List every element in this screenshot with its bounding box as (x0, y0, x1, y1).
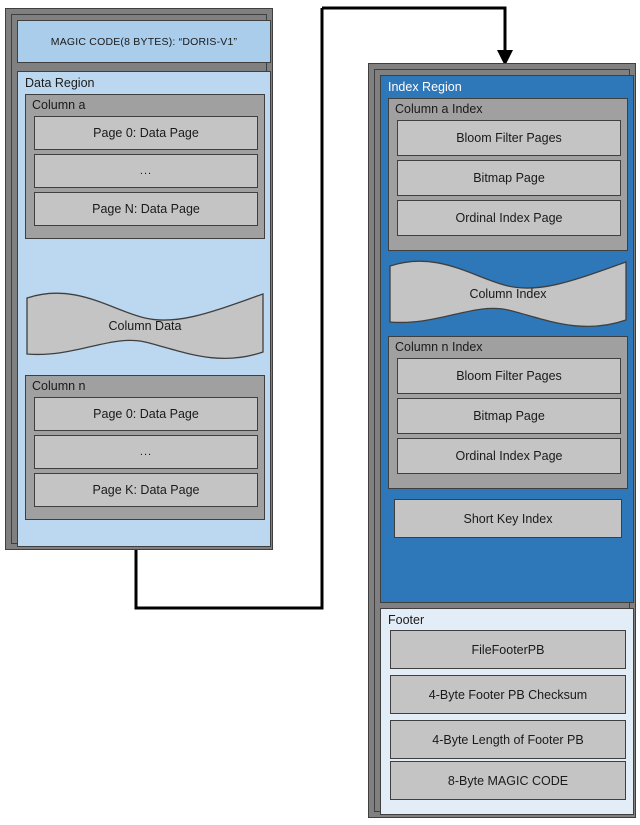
footer-item-magic-code-label: 8-Byte MAGIC CODE (447, 773, 569, 788)
column-a-page-ellipsis: ... (34, 154, 258, 188)
column-n-page-ellipsis-label: ... (139, 446, 153, 458)
data-to-index-arrow-path (322, 6, 507, 52)
column-n-index-bitmap-page: Bitmap Page (397, 398, 621, 434)
data-panel: MAGIC CODE(8 BYTES): “DORIS-V1” Data Reg… (5, 8, 273, 550)
footer-item-magic-code: 8-Byte MAGIC CODE (390, 761, 626, 800)
column-n-index-group: Column n Index Bloom Filter Pages Bitmap… (388, 336, 628, 489)
column-a-index-title: Column a Index (395, 102, 483, 116)
column-n-index-ordinal-index-page-label: Ordinal Index Page (455, 449, 563, 463)
column-data-wave-shape (26, 292, 264, 359)
index-panel-inner: Index Region Column a Index Bloom Filter… (374, 69, 634, 815)
column-a-page-0-label: Page 0: Data Page (93, 126, 199, 140)
index-region: Index Region Column a Index Bloom Filter… (380, 75, 634, 603)
column-a-index-group: Column a Index Bloom Filter Pages Bitmap… (388, 98, 628, 251)
magic-code-box: MAGIC CODE(8 BYTES): “DORIS-V1” (17, 20, 271, 63)
column-n-index-bitmap-page-label: Bitmap Page (473, 409, 545, 423)
footer-region-title: Footer (388, 613, 425, 627)
column-n-page-0: Page 0: Data Page (34, 397, 258, 431)
column-a-index-ordinal-index-page-label: Ordinal Index Page (455, 211, 563, 225)
column-a-index-bloom-filter-pages: Bloom Filter Pages (397, 120, 621, 156)
column-n-page-ellipsis: ... (34, 435, 258, 469)
column-data-wave: Column Data (25, 288, 265, 364)
column-index-wave: Column Index (388, 256, 628, 332)
footer-item-checksum: 4-Byte Footer PB Checksum (390, 675, 626, 714)
column-n-page-0-label: Page 0: Data Page (93, 407, 199, 421)
footer-item-length: 4-Byte Length of Footer PB (390, 720, 626, 759)
footer-item-checksum-label: 4-Byte Footer PB Checksum (428, 687, 588, 702)
column-n-page-k-label: Page K: Data Page (92, 483, 200, 497)
column-a-title: Column a (32, 98, 86, 112)
index-panel: Index Region Column a Index Bloom Filter… (368, 63, 636, 818)
footer-item-length-label: 4-Byte Length of Footer PB (432, 732, 584, 747)
footer-item-filefooterpb: FileFooterPB (390, 630, 626, 669)
column-a-page-n: Page N: Data Page (34, 192, 258, 226)
short-key-index-label: Short Key Index (463, 511, 553, 526)
column-n-index-title: Column n Index (395, 340, 483, 354)
column-a-group: Column a Page 0: Data Page ... Page N: D… (25, 94, 265, 239)
column-n-title: Column n (32, 379, 86, 393)
column-index-wave-shape (389, 260, 627, 327)
magic-code-label: MAGIC CODE(8 BYTES): “DORIS-V1” (50, 35, 238, 48)
footer-region: Footer FileFooterPB 4-Byte Footer PB Che… (380, 608, 634, 815)
footer-item-filefooterpb-label: FileFooterPB (471, 642, 545, 657)
data-panel-inner: MAGIC CODE(8 BYTES): “DORIS-V1” Data Reg… (11, 14, 271, 547)
column-a-index-bitmap-page: Bitmap Page (397, 160, 621, 196)
column-n-index-ordinal-index-page: Ordinal Index Page (397, 438, 621, 474)
column-n-index-bloom-filter-pages: Bloom Filter Pages (397, 358, 621, 394)
data-region-title: Data Region (25, 76, 95, 90)
column-n-page-k: Page K: Data Page (34, 473, 258, 507)
column-a-page-0: Page 0: Data Page (34, 116, 258, 150)
short-key-index-box: Short Key Index (394, 499, 622, 538)
column-a-index-bloom-filter-pages-label: Bloom Filter Pages (456, 131, 562, 145)
data-region: Data Region Column a Page 0: Data Page .… (17, 71, 271, 547)
column-a-page-n-label: Page N: Data Page (92, 202, 200, 216)
column-n-group: Column n Page 0: Data Page ... Page K: D… (25, 375, 265, 520)
column-a-index-bitmap-page-label: Bitmap Page (473, 171, 545, 185)
column-n-index-bloom-filter-pages-label: Bloom Filter Pages (456, 369, 562, 383)
index-region-title: Index Region (388, 80, 462, 94)
column-a-index-ordinal-index-page: Ordinal Index Page (397, 200, 621, 236)
column-a-page-ellipsis-label: ... (139, 165, 153, 177)
